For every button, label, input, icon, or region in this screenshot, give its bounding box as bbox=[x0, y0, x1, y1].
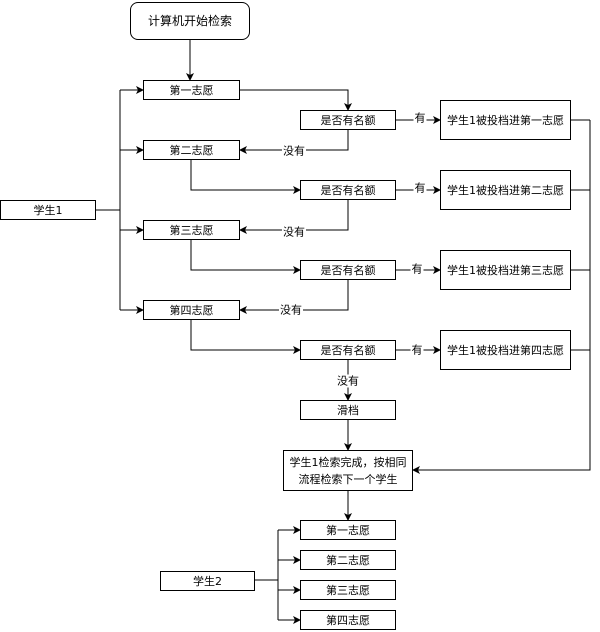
quota-check-4: 是否有名额 bbox=[300, 340, 396, 360]
quota-check-3: 是否有名额 bbox=[300, 260, 396, 280]
result-3-node: 学生1被投档进第三志愿 bbox=[440, 250, 571, 290]
no-label-3: 没有 bbox=[279, 303, 303, 317]
no-label-1: 没有 bbox=[282, 144, 306, 158]
choice-2-node: 第二志愿 bbox=[143, 140, 240, 160]
quota-check-1: 是否有名额 bbox=[300, 110, 396, 130]
student2-choice-2: 第二志愿 bbox=[300, 550, 396, 570]
yes-label-2: 有 bbox=[413, 181, 427, 195]
result-2-node: 学生1被投档进第二志愿 bbox=[440, 170, 571, 210]
no-label-2: 没有 bbox=[282, 225, 306, 239]
edge-student1-branch bbox=[96, 90, 121, 310]
result-1-node: 学生1被投档进第一志愿 bbox=[440, 100, 571, 140]
slide-node: 滑档 bbox=[300, 400, 396, 420]
result-4-node: 学生1被投档进第四志愿 bbox=[440, 330, 571, 370]
student2-node: 学生2 bbox=[160, 571, 255, 591]
student2-choice-1: 第一志愿 bbox=[300, 520, 396, 540]
choice-4-node: 第四志愿 bbox=[143, 300, 240, 320]
start-node: 计算机开始检索 bbox=[130, 2, 250, 40]
choice-1-node: 第一志愿 bbox=[143, 80, 240, 100]
yes-label-3: 有 bbox=[410, 262, 424, 276]
no-label-4: 没有 bbox=[336, 374, 360, 388]
yes-label-1: 有 bbox=[413, 111, 427, 125]
yes-label-4: 有 bbox=[410, 343, 424, 357]
done-node: 学生1检索完成，按相同流程检索下一个学生 bbox=[283, 450, 413, 491]
quota-check-2: 是否有名额 bbox=[300, 180, 396, 200]
student2-choice-3: 第三志愿 bbox=[300, 580, 396, 600]
student2-choice-4: 第四志愿 bbox=[300, 610, 396, 630]
choice-3-node: 第三志愿 bbox=[143, 220, 240, 240]
student1-node: 学生1 bbox=[0, 200, 96, 220]
